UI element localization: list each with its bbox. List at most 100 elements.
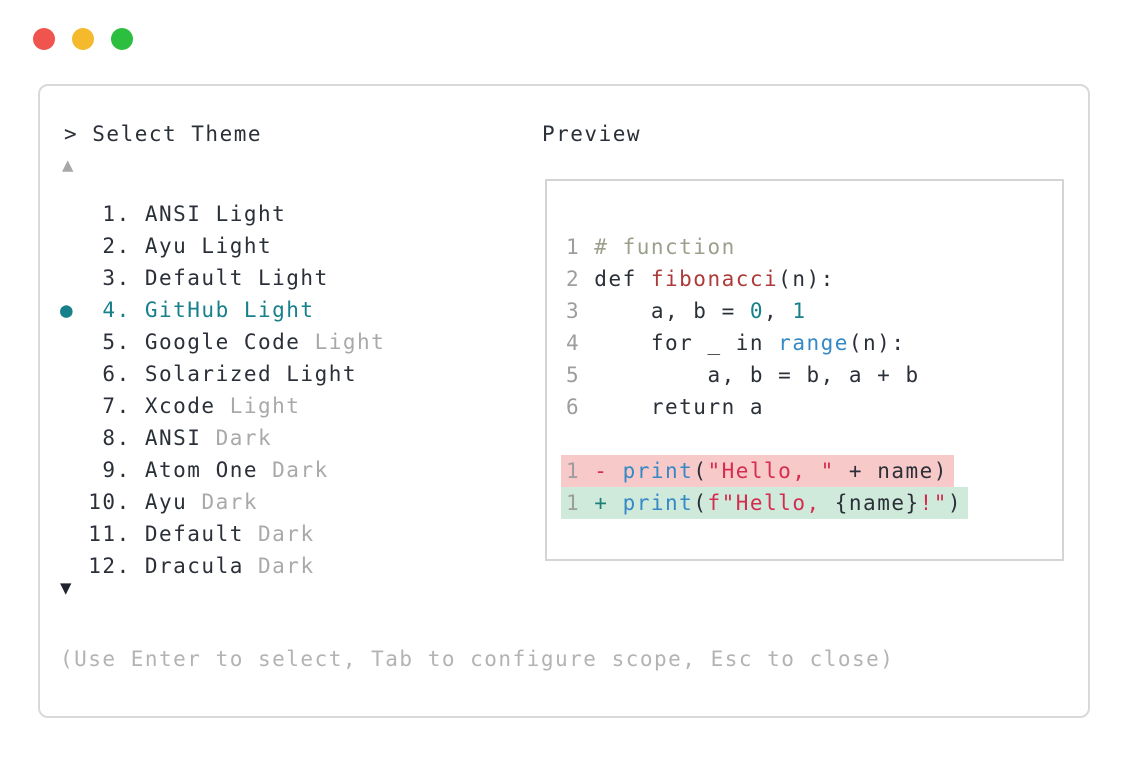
code-line-1: 1 # function xyxy=(566,231,968,263)
line-number: 1 xyxy=(566,491,595,515)
theme-option-8[interactable]: 8. ANSI Dark xyxy=(60,422,385,454)
code-token: (n): xyxy=(848,331,906,355)
theme-option-11[interactable]: 11. Default Dark xyxy=(60,518,385,550)
line-number: 1 xyxy=(566,235,595,259)
theme-option-number: 6. xyxy=(60,362,145,386)
code-token: - xyxy=(594,459,623,483)
diff-line-added: 1 + print(f"Hello, {name}!") xyxy=(561,487,969,519)
theme-option-variant: Dark xyxy=(243,554,315,578)
theme-option-label: GitHub Light xyxy=(144,298,315,322)
line-number: 4 xyxy=(566,331,595,355)
theme-option-number: 12. xyxy=(60,554,145,578)
theme-option-variant: Light xyxy=(300,330,386,354)
line-number: 6 xyxy=(566,395,595,419)
theme-option-label: Xcode xyxy=(144,394,216,418)
theme-option-label: Solarized Light xyxy=(144,362,358,386)
code-token: ( xyxy=(693,491,708,515)
code-token: print xyxy=(622,459,694,483)
page-title: > Select Theme xyxy=(64,122,263,146)
code-token: {name} xyxy=(834,491,920,515)
diff-highlight: 1 - print("Hello, " + name) xyxy=(561,455,954,487)
keyboard-hint: (Use Enter to select, Tab to configure s… xyxy=(60,647,895,671)
theme-option-label: Ayu xyxy=(144,490,188,514)
code-token: (n): xyxy=(778,267,835,291)
code-token: 1 xyxy=(792,299,807,323)
code-token: print xyxy=(622,491,694,515)
code-token: return a xyxy=(594,395,765,419)
diff-highlight: 1 + print(f"Hello, {name}!") xyxy=(561,487,969,519)
code-line-5: 5 a, b = b, a + b xyxy=(566,359,968,391)
theme-option-variant: Light xyxy=(215,394,301,418)
theme-list: 1. ANSI Light 2. Ayu Light 3. Default Li… xyxy=(60,198,385,582)
code-token: f"Hello, xyxy=(707,491,835,515)
theme-option-variant: Dark xyxy=(187,490,259,514)
theme-option-number: 5. xyxy=(60,330,145,354)
code-line-4: 4 for _ in range(n): xyxy=(566,327,968,359)
scroll-up-icon[interactable]: ▲ xyxy=(62,154,75,176)
code-line-6: 6 return a xyxy=(566,391,968,423)
code-token: + name) xyxy=(834,459,948,483)
theme-option-label: ANSI Light xyxy=(144,202,287,226)
theme-option-number: 8. xyxy=(60,426,145,450)
code-token: + xyxy=(594,491,623,515)
theme-option-label: ANSI xyxy=(144,426,202,450)
theme-option-4[interactable]: ● 4. GitHub Light xyxy=(60,294,385,326)
theme-option-12[interactable]: 12. Dracula Dark xyxy=(60,550,385,582)
code-line-content: 3 a, b = 0, 1 xyxy=(566,299,806,323)
theme-option-7[interactable]: 7. Xcode Light xyxy=(60,390,385,422)
line-number: 3 xyxy=(566,299,595,323)
theme-option-number: 10. xyxy=(60,490,145,514)
code-token: !" xyxy=(919,491,948,515)
minimize-button[interactable] xyxy=(72,28,94,50)
theme-option-6[interactable]: 6. Solarized Light xyxy=(60,358,385,390)
code-token: a, b = b, a + b xyxy=(594,363,920,387)
theme-option-3[interactable]: 3. Default Light xyxy=(60,262,385,294)
preview-label: Preview xyxy=(542,122,642,146)
code-line-content: 2 def fibonacci(n): xyxy=(566,267,835,291)
code-token: 0 xyxy=(749,299,765,323)
theme-option-10[interactable]: 10. Ayu Dark xyxy=(60,486,385,518)
theme-option-5[interactable]: 5. Google Code Light xyxy=(60,326,385,358)
theme-option-number: 7. xyxy=(60,394,145,418)
theme-option-label: Default xyxy=(144,522,244,546)
close-button[interactable] xyxy=(33,28,55,50)
code-line-3: 3 a, b = 0, 1 xyxy=(566,295,968,327)
code-token: range xyxy=(778,331,849,355)
code-token: def xyxy=(594,267,651,291)
theme-option-variant: Dark xyxy=(201,426,273,450)
code-token: a, b = xyxy=(594,299,750,323)
code-token: ) xyxy=(947,491,963,515)
code-line-content: 5 a, b = b, a + b xyxy=(566,363,920,387)
code-token: , xyxy=(764,299,793,323)
line-number: 5 xyxy=(566,363,595,387)
line-number: 2 xyxy=(566,267,595,291)
line-number: 1 xyxy=(566,459,595,483)
theme-option-number: 2. xyxy=(60,234,145,258)
code-line-content: 6 return a xyxy=(566,395,764,419)
theme-option-number: 1. xyxy=(60,202,145,226)
theme-option-9[interactable]: 9. Atom One Dark xyxy=(60,454,385,486)
code-token: "Hello, " xyxy=(707,459,835,483)
diff-line-removed: 1 - print("Hello, " + name) xyxy=(561,455,968,487)
theme-option-label: Dracula xyxy=(144,554,244,578)
code-token: for _ in xyxy=(594,331,779,355)
window-controls xyxy=(33,28,133,50)
theme-option-1[interactable]: 1. ANSI Light xyxy=(60,198,385,230)
code-token: # function xyxy=(594,235,736,259)
theme-option-label: Atom One xyxy=(144,458,259,482)
selection-bullet: ● 4. xyxy=(60,298,145,322)
maximize-button[interactable] xyxy=(111,28,133,50)
theme-option-number: 3. xyxy=(60,266,145,290)
code-token: fibonacci xyxy=(650,267,779,291)
code-token: ( xyxy=(693,459,708,483)
scroll-down-icon[interactable]: ▼ xyxy=(60,577,73,599)
theme-picker-window: > Select Theme Preview ▲ 1. ANSI Light 2… xyxy=(38,84,1090,718)
theme-option-label: Google Code xyxy=(144,330,301,354)
theme-option-2[interactable]: 2. Ayu Light xyxy=(60,230,385,262)
theme-option-label: Default Light xyxy=(144,266,329,290)
code-line-blank xyxy=(566,423,968,455)
theme-option-number: 11. xyxy=(60,522,145,546)
theme-option-variant: Dark xyxy=(243,522,315,546)
